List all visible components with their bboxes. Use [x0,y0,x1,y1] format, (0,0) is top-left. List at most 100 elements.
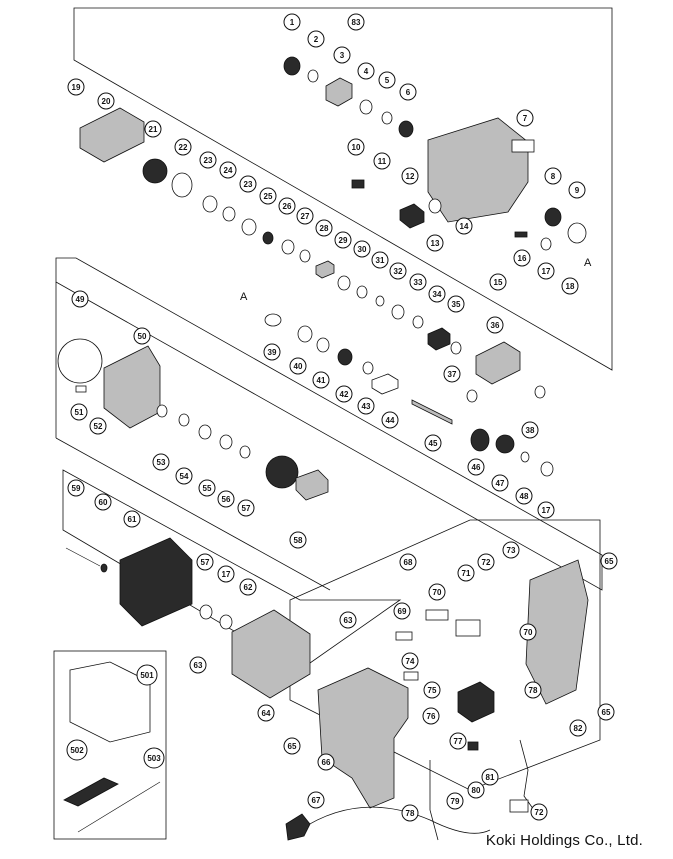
part-25-ring [262,231,274,245]
callout-circle [446,792,464,810]
callout-label: 5 [385,76,390,85]
callout-label: 70 [433,588,442,597]
callout-label: 1 [290,18,295,27]
motor-assembly-parts [65,537,311,699]
callout-circle [389,262,407,280]
callout-label: 38 [526,426,535,435]
callout-label: 503 [147,754,161,763]
callout-circle [347,13,365,31]
part-51-pin [75,385,87,393]
part-39-plate [264,313,282,327]
callout-label: 64 [262,709,271,718]
callout-circle [97,92,115,110]
callout-label: 78 [406,809,415,818]
callout-39: 39 [263,343,281,361]
callout-label: 49 [76,295,85,304]
callout-label: 61 [128,515,137,524]
callout-31: 31 [371,251,389,269]
callout-82: 82 [569,719,587,737]
callout-69: 69 [393,602,411,620]
callout-label: 10 [352,143,361,152]
callout-circle [136,664,158,686]
part-30-ring [356,285,368,299]
callout-circle [217,490,235,508]
callout-label: 65 [288,742,297,751]
callout-circle [537,262,555,280]
callout-circle [144,120,162,138]
callout-circle [357,62,375,80]
callout-circle [443,365,461,383]
callout-5: 5 [378,71,396,89]
part-37-pin [466,389,478,403]
callout-circle [399,83,417,101]
callout-28: 28 [315,219,333,237]
callout-circle [544,167,562,185]
callout-circle [67,479,85,497]
part-23-washer-b [241,218,257,236]
part-26-bearing [281,239,295,255]
part-32-bearing [391,304,405,320]
callout-circle [513,249,531,267]
callout-circle [401,167,419,185]
part-12-knob [399,203,425,229]
callout-circle [597,703,615,721]
callout-47: 47 [491,474,509,492]
part-71-switch [455,619,481,637]
callout-63: 63 [339,611,357,629]
part-22-spring [171,172,193,198]
callout-label: 74 [406,657,415,666]
callout-label: 8 [551,172,556,181]
callout-label: 11 [378,157,387,166]
frame-edge [55,437,331,591]
part-81-terminal [467,741,479,751]
callout-label: 3 [340,51,345,60]
part-44-lever [371,373,399,395]
callout-circle [455,217,473,235]
callout-circle [423,681,441,699]
callout-circle [521,421,539,439]
callout-label: 31 [376,256,385,265]
callout-label: 44 [386,416,395,425]
callout-circle [333,46,351,64]
callout-45: 45 [424,434,442,452]
callout-74: 74 [401,652,419,670]
callout-41: 41 [312,371,330,389]
callout-53: 53 [152,453,170,471]
callout-label: 40 [294,362,303,371]
part-58-armature [295,469,329,501]
callout-circle [133,327,151,345]
part-49-o-ring [57,338,103,384]
callout-circle [428,583,446,601]
callout-label: 17 [542,506,551,515]
callout-label: 60 [99,498,108,507]
callout-label: 81 [486,773,495,782]
callout-circle [283,13,301,31]
callout-40: 40 [289,357,307,375]
callout-27: 27 [296,207,314,225]
callout-65: 65 [597,703,615,721]
part-48-washer [520,451,530,463]
callout-label: 16 [518,254,527,263]
callout-circle [239,578,257,596]
callout-4: 4 [357,62,375,80]
callout-circle [489,273,507,291]
callout-label: 28 [320,224,329,233]
callout-65: 65 [600,552,618,570]
callout-label: 24 [224,166,233,175]
callout-80: 80 [467,781,485,799]
callout-label: 4 [364,67,369,76]
callout-label: 26 [283,202,292,211]
callout-circle [189,656,207,674]
callout-label: 23 [244,180,253,189]
callout-label: 36 [491,321,500,330]
callout-circle [152,453,170,471]
part-8-seal [544,207,562,227]
callout-36: 36 [486,316,504,334]
callout-circle [317,753,335,771]
part-70-label [425,609,449,621]
callout-22: 22 [174,138,192,156]
callout-77: 77 [449,732,467,750]
callout-label: 57 [201,558,210,567]
callout-circle [174,138,192,156]
callout-circle [263,343,281,361]
